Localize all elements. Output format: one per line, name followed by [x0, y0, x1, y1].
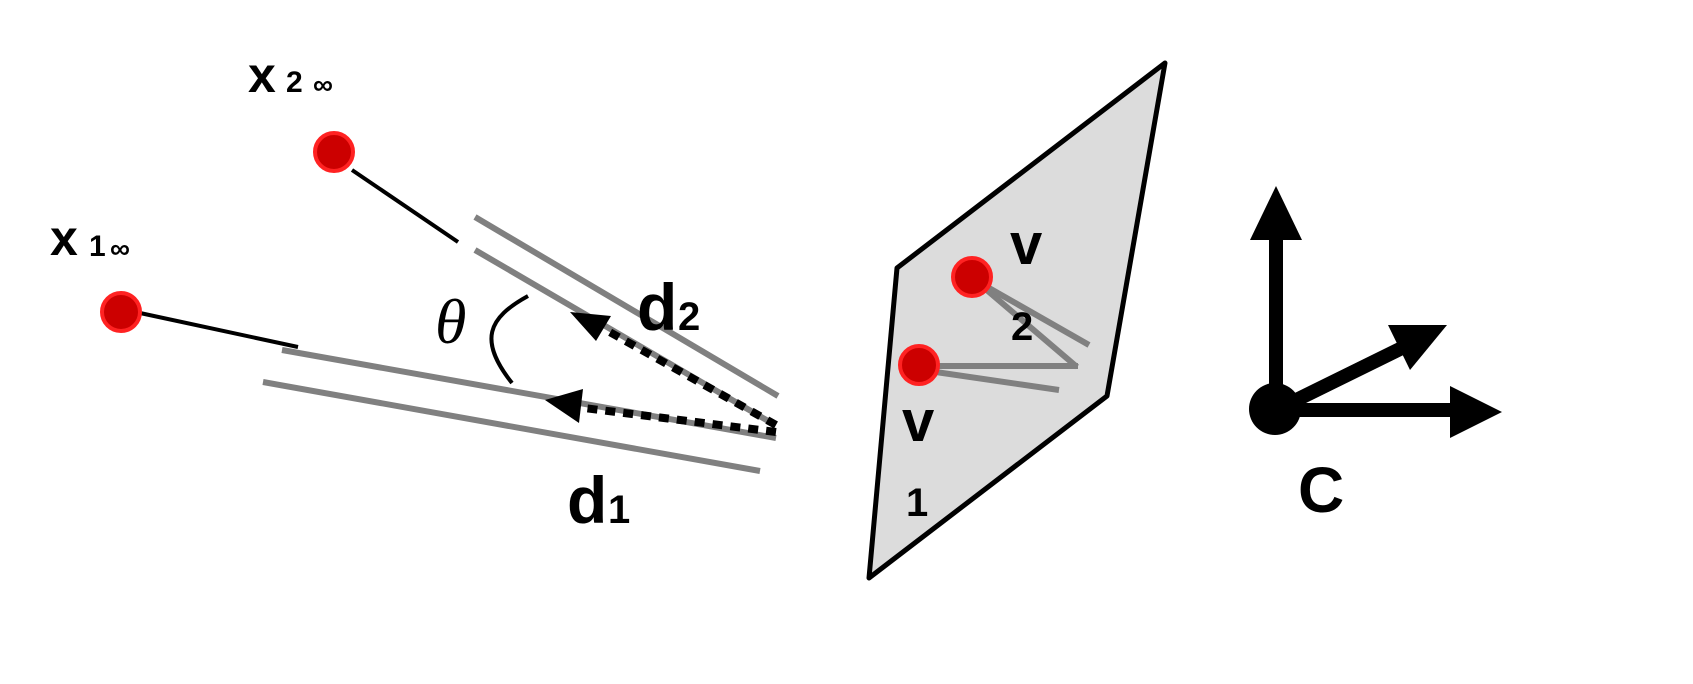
d2-lower-line — [473, 247, 777, 428]
d2-dashed-vector — [604, 326, 778, 429]
v1-line-lower — [921, 367, 1060, 393]
camera-x-arrowhead — [1450, 386, 1502, 438]
v1-subscript: 1 — [906, 481, 928, 525]
directions-group — [100, 131, 780, 474]
camera-y-arrowhead — [1250, 186, 1302, 240]
image-plane-group — [866, 60, 1168, 581]
theta-label: θ — [435, 286, 466, 357]
d2-upper-line — [473, 214, 780, 399]
camera-label: C — [1298, 454, 1344, 526]
x1-infinity-ray — [139, 311, 299, 349]
x2-infinity-ray — [350, 168, 460, 244]
v2-subscript: 2 — [1011, 305, 1033, 349]
d1-label: d1 — [567, 463, 630, 537]
camera-z-arrowhead — [1388, 325, 1447, 370]
d2-label: d2 — [637, 270, 700, 344]
d1-lower-line — [262, 379, 761, 474]
image-plane — [866, 60, 1168, 581]
camera-center — [1249, 383, 1301, 435]
v1-label: v — [902, 389, 934, 454]
v2-label: v — [1010, 212, 1042, 277]
v2-line-lower — [973, 277, 1079, 370]
d1-arrowhead — [545, 389, 583, 423]
camera-frame-group — [1249, 186, 1502, 438]
v2-vanishing-point — [951, 256, 993, 298]
d1-upper-line — [281, 347, 777, 441]
theta-angle-arc — [489, 294, 529, 385]
d2-arrowhead — [570, 312, 611, 341]
x2-infinity-point — [313, 131, 355, 173]
v2-line-upper — [973, 277, 1091, 348]
d1-dashed-vector — [583, 404, 777, 436]
x1-infinity-point — [100, 291, 142, 333]
v1-vanishing-point — [898, 344, 940, 386]
